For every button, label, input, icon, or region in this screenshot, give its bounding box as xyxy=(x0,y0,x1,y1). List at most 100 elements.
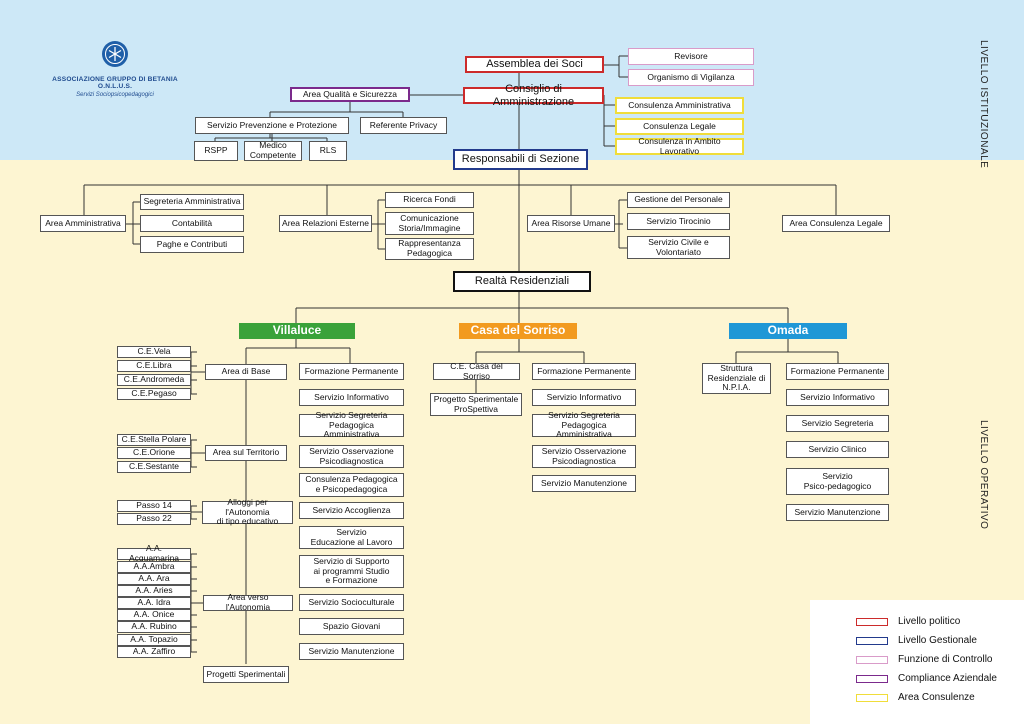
rappresentanza-pedagogica: Rappresentanza Pedagogica xyxy=(385,238,474,260)
assemblea-soci: Assemblea dei Soci xyxy=(465,56,604,73)
casa-sorriso-header: Casa del Sorriso xyxy=(459,323,577,339)
area-sul-territorio: Area sul Territorio xyxy=(205,445,287,461)
omada-manutenzione: Servizio Manutenzione xyxy=(786,504,889,521)
contabilita: Contabilità xyxy=(140,215,244,232)
sorriso-osservazione: Servizio Osservazione Psicodiagnostica xyxy=(532,445,636,468)
sorriso-manutenzione: Servizio Manutenzione xyxy=(532,475,636,492)
villaluce-spazio-giovani: Spazio Giovani xyxy=(299,618,404,635)
legend-label: Compliance Aziendale xyxy=(898,673,997,684)
medico-competente: Medico Competente xyxy=(244,140,302,161)
legend: Livello politico Livello Gestionale Funz… xyxy=(810,600,1024,724)
aa-aries: A.A. Aries xyxy=(117,585,191,597)
aa-ambra: A.A.Ambra xyxy=(117,561,191,573)
villaluce-header: Villaluce xyxy=(239,323,355,339)
logo-emblem-icon xyxy=(102,41,128,67)
consulenza-legale: Consulenza Legale xyxy=(615,118,744,135)
legend-label: Funzione di Controllo xyxy=(898,654,993,665)
ce-sestante: C.E.Sestante xyxy=(117,461,191,473)
progetti-sperimentali: Progetti Sperimentali xyxy=(203,666,289,683)
alloggi-autonomia: Alloggi per l'Autonomia di tipo educativ… xyxy=(202,497,293,526)
aa-zaffiro: A.A. Zaffiro xyxy=(117,646,191,658)
area-qualita-sicurezza: Area Qualità e Sicurezza xyxy=(290,87,410,102)
legend-swatch xyxy=(856,636,888,645)
villaluce-socioculturale: Servizio Socioculturale xyxy=(299,594,404,611)
rspp: RSPP xyxy=(194,141,238,161)
area-amministrativa: Area Amministrativa xyxy=(40,215,126,232)
sorriso-informativo: Servizio Informativo xyxy=(532,389,636,406)
progetto-prospettiva: Progetto Sperimentale ProSpettiva xyxy=(430,393,522,416)
legend-swatch xyxy=(856,655,888,664)
legend-item-compliance: Compliance Aziendale xyxy=(856,673,997,684)
ce-stella-polare: C.E.Stella Polare xyxy=(117,434,191,446)
passo-14: Passo 14 xyxy=(117,500,191,512)
villaluce-formazione: Formazione Permanente xyxy=(299,363,404,380)
area-di-base: Area di Base xyxy=(205,364,287,380)
organismo-vigilanza: Organismo di Vigilanza xyxy=(628,69,754,86)
area-verso-autonomia: Area verso l'Autonomia xyxy=(203,592,293,612)
aa-topazio: A.A. Topazio xyxy=(117,634,191,646)
struttura-npia: Struttura Residenziale di N.P.I.A. xyxy=(702,363,771,394)
servizio-prevenzione: Servizio Prevenzione e Protezione xyxy=(195,117,349,134)
villaluce-segreteria: Servizio Segreteria Pedagogica Amministr… xyxy=(299,410,404,439)
area-relazioni-esterne: Area Relazioni Esterne xyxy=(279,215,372,232)
omada-psico-pedagogico: Servizio Psico-pedagogico xyxy=(786,468,889,495)
legend-swatch xyxy=(856,674,888,683)
consiglio-amministrazione: Consiglio di Amministrazione xyxy=(463,83,604,108)
villaluce-manutenzione: Servizio Manutenzione xyxy=(299,643,404,660)
ce-casa-sorriso: C.E. Casa del Sorriso xyxy=(433,361,520,380)
aa-onice: A.A. Onice xyxy=(117,609,191,621)
villaluce-supporto-studio: Servizio di Supporto ai programmi Studio… xyxy=(299,555,404,588)
legend-item-controllo: Funzione di Controllo xyxy=(856,654,993,665)
consulenza-amministrativa: Consulenza Amministrativa xyxy=(615,97,744,114)
villaluce-osservazione: Servizio Osservazione Psicodiagnostica xyxy=(299,445,404,468)
responsabili-sezione: Responsabili di Sezione xyxy=(453,149,588,170)
legend-label: Livello Gestionale xyxy=(898,635,977,646)
revisore: Revisore xyxy=(628,48,754,65)
comunicazione-storia: Comunicazione Storia/Immagine xyxy=(385,212,474,235)
livello-operativo-label: LIVELLO OPERATIVO xyxy=(978,420,989,530)
gestione-personale: Gestione del Personale xyxy=(627,192,730,208)
area-consulenza-legale: Area Consulenza Legale xyxy=(782,215,890,232)
consulenza-ambito-lavorativo: Consulenza in Ambito Lavorativo xyxy=(615,136,744,155)
legend-label: Livello politico xyxy=(898,616,961,627)
sorriso-segreteria: Servizio Segreteria Pedagogica Amministr… xyxy=(532,410,636,439)
aa-idra: A.A. Idra xyxy=(117,597,191,609)
passo-22: Passo 22 xyxy=(117,513,191,525)
villaluce-informativo: Servizio Informativo xyxy=(299,389,404,406)
segreteria-amministrativa: Segreteria Amministrativa xyxy=(140,194,244,210)
ce-orione: C.E.Orione xyxy=(117,447,191,459)
sorriso-formazione: Formazione Permanente xyxy=(532,363,636,380)
servizio-civile: Servizio Civile e Volontariato xyxy=(627,236,730,259)
legend-swatch xyxy=(856,693,888,702)
logo-subtitle: Servizi Sociopsicopedagogici xyxy=(76,92,154,98)
logo-name: ASSOCIAZIONE GRUPPO DI BETANIA O.N.L.U.S… xyxy=(52,76,178,90)
legend-item-politico: Livello politico xyxy=(856,616,960,627)
ricerca-fondi: Ricerca Fondi xyxy=(385,192,474,208)
ce-pegaso: C.E.Pegaso xyxy=(117,388,191,400)
realta-residenziali: Realtà Residenziali xyxy=(453,271,591,292)
institutional-band xyxy=(0,0,1024,160)
omada-segreteria: Servizio Segreteria xyxy=(786,415,889,432)
rls: RLS xyxy=(309,141,347,161)
villaluce-accoglienza: Servizio Accoglienza xyxy=(299,502,404,519)
villaluce-educazione-lavoro: Servizio Educazione al Lavoro xyxy=(299,526,404,549)
omada-clinico: Servizio Clinico xyxy=(786,441,889,458)
referente-privacy: Referente Privacy xyxy=(360,117,447,134)
omada-formazione: Formazione Permanente xyxy=(786,363,889,380)
villaluce-consulenza: Consulenza Pedagogica e Psicopedagogica xyxy=(299,473,404,497)
legend-item-gestionale: Livello Gestionale xyxy=(856,635,977,646)
servizio-tirocinio: Servizio Tirocinio xyxy=(627,213,730,230)
legend-item-consulenze: Area Consulenze xyxy=(856,692,975,703)
ce-libra: C.E.Libra xyxy=(117,360,191,372)
paghe-contributi: Paghe e Contributi xyxy=(140,236,244,253)
area-risorse-umane: Area Risorse Umane xyxy=(527,215,615,232)
legend-swatch xyxy=(856,617,888,626)
omada-header: Omada xyxy=(729,323,847,339)
aa-acquamarina: A.A. Acquamarina xyxy=(117,543,191,563)
livello-istituzionale-label: LIVELLO ISTITUZIONALE xyxy=(978,40,989,169)
aa-rubino: A.A. Rubino xyxy=(117,621,191,633)
ce-andromeda: C.E.Andromeda xyxy=(117,374,191,386)
aa-ara: A.A. Ara xyxy=(117,573,191,585)
